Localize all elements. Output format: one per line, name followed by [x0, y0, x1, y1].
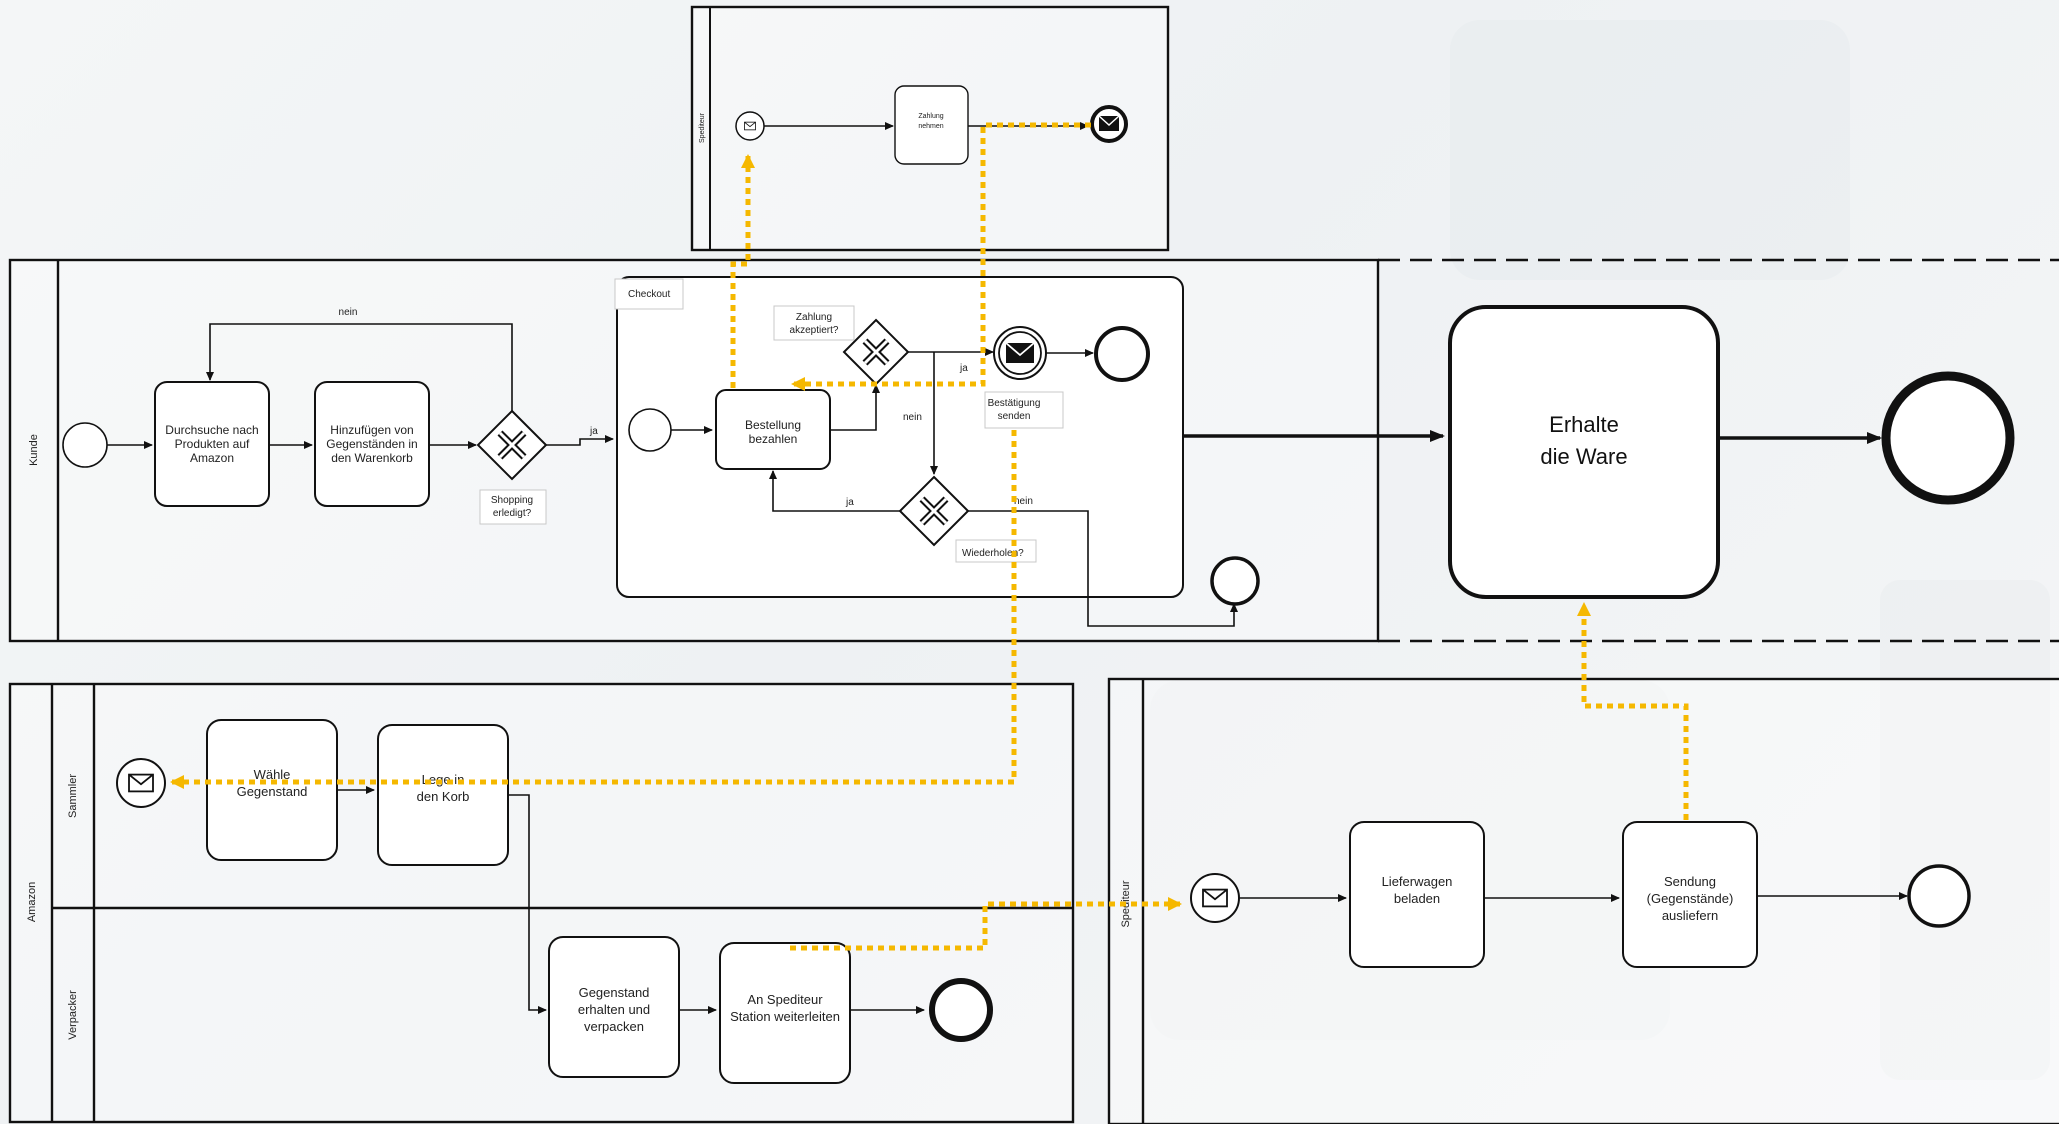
end-event-spediteur: [1907, 864, 1971, 928]
flow-label-ja-zahlung: ja: [959, 363, 968, 374]
svg-text:Checkout: Checkout: [628, 289, 670, 300]
pool-spediteur-bottom: Spediteur: [1107, 677, 2059, 1124]
message-start-event-top: [735, 111, 765, 141]
start-event-kunde: [62, 422, 108, 468]
message-end-event-top: [1090, 105, 1128, 143]
flow-label-nein-zahlung: nein: [903, 412, 922, 423]
start-event-checkout: [628, 408, 672, 452]
pool-label-spediteur-top: Spediteur: [699, 112, 706, 143]
flow-label-ja-shopping: ja: [589, 426, 598, 437]
lane-label-sammler: Sammler: [67, 774, 79, 818]
message-intermediate-event-bestaetigung: [993, 326, 1047, 380]
end-event-kunde: [1881, 371, 2015, 505]
flow-label-nein-loop: nein: [339, 307, 358, 318]
subprocess-checkout: Checkout: [614, 276, 1184, 598]
pool-amazon: Amazon Sammler Verpacker: [8, 682, 1075, 1124]
gateway-shopping-erledigt: [476, 409, 548, 481]
flow-label-nein-wiederholen: nein: [1014, 496, 1033, 507]
gateway-zahlung-akzeptiert: [842, 318, 910, 386]
svg-text:Wiederholen?: Wiederholen?: [962, 548, 1024, 559]
message-start-event-sammler: [116, 758, 166, 808]
end-event-verpacker: [929, 978, 993, 1042]
pool-label-kunde: Kunde: [28, 434, 40, 466]
lane-label-verpacker: Verpacker: [67, 990, 79, 1040]
label-wiederholen: Wiederholen?: [955, 539, 1037, 563]
end-event-wiederholen: [1210, 556, 1260, 606]
svg-text:Sendung(Gegenstände)ausliefern: Sendung(Gegenstände)ausliefern: [1647, 874, 1734, 923]
gateway-wiederholen: [898, 475, 970, 547]
end-event-checkout: [1094, 326, 1150, 382]
message-flow-zahlung-response: [791, 122, 1091, 391]
message-flow-zahlung-request: [730, 154, 755, 388]
collapsed-region-dashed: [1378, 258, 2059, 643]
message-flow-lieferung: [1577, 602, 1689, 820]
message-flow-bestaetigung: [170, 430, 1017, 789]
pool-label-amazon: Amazon: [26, 882, 38, 922]
message-start-event-spediteur: [1190, 873, 1240, 923]
message-flows: [170, 122, 1689, 951]
task-sendung-ausliefern[interactable]: Sendung(Gegenstände)ausliefern: [1622, 821, 1758, 968]
flow-label-ja-wiederholen: ja: [845, 497, 854, 508]
